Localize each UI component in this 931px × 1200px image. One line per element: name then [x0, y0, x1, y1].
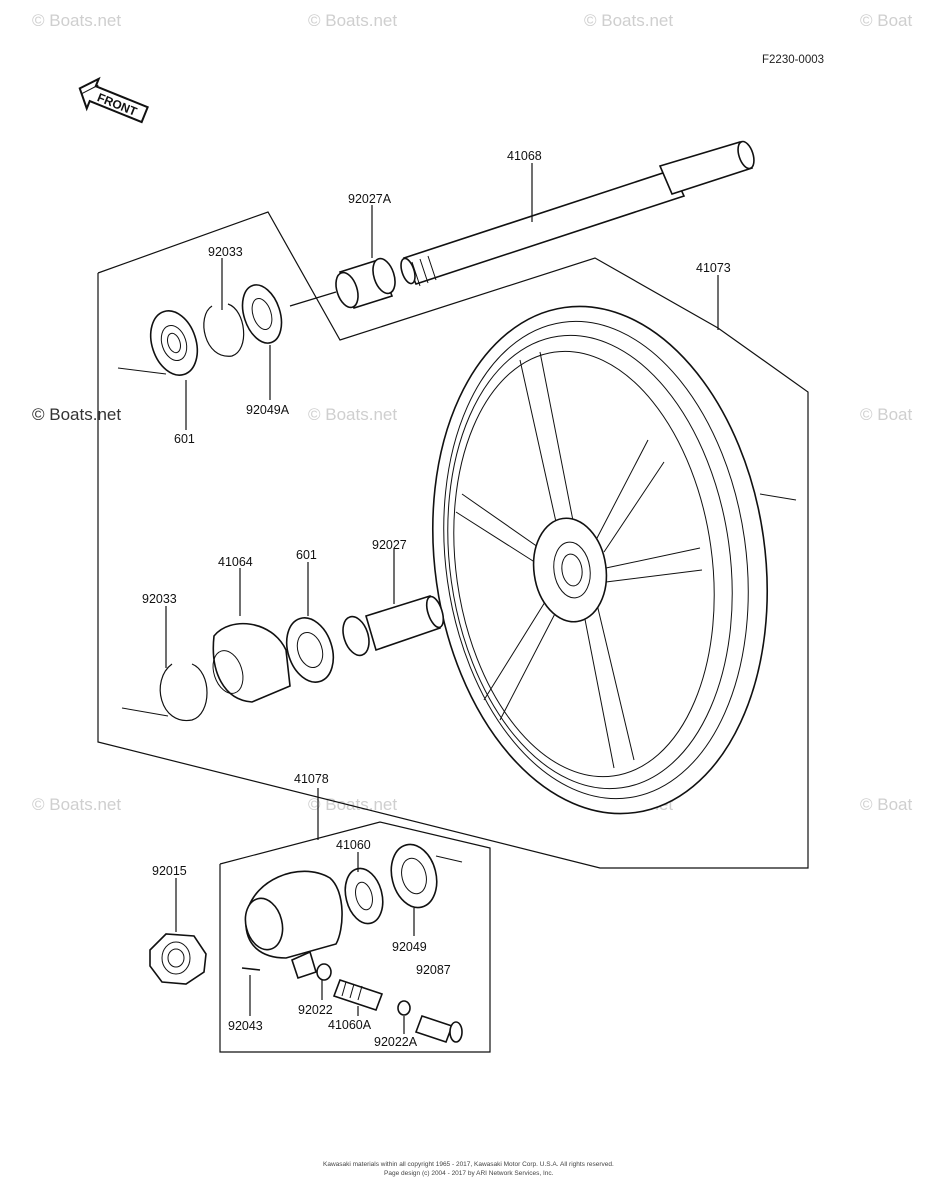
label-41064: 41064	[218, 555, 253, 569]
label-92033-mid: 92033	[142, 592, 177, 606]
seal-upper	[241, 284, 283, 344]
circlip-middle	[159, 663, 208, 722]
label-41068: 41068	[507, 149, 542, 163]
label-41060: 41060	[336, 838, 371, 852]
watermark: © Boats.net	[308, 405, 397, 424]
pinion-gear	[344, 867, 384, 925]
label-92049: 92049	[392, 940, 427, 954]
pin	[241, 967, 261, 971]
bearing-middle	[285, 617, 335, 683]
wheel	[431, 305, 769, 815]
seal-middle	[342, 615, 370, 657]
label-92027A: 92027A	[348, 192, 392, 206]
front-arrow-icon: FRONT	[78, 76, 149, 124]
distance-collar	[365, 594, 445, 652]
figure-code: F2230-0003	[762, 54, 824, 66]
upper-bracket	[97, 211, 809, 869]
gear-housing	[244, 870, 343, 980]
oil-seal	[390, 843, 438, 909]
footer-copyright: Kawasaki materials within all copyright …	[323, 1161, 614, 1168]
label-92022A: 92022A	[374, 1035, 418, 1049]
watermark: © Boats.net	[32, 795, 121, 814]
label-92033-top: 92033	[208, 245, 243, 259]
lower-bracket	[219, 821, 491, 1053]
label-92015: 92015	[152, 864, 187, 878]
wheel-spokes	[455, 351, 703, 769]
collar	[335, 257, 396, 309]
footer-page-design: Page design (c) 2004 - 2017 by ARI Netwo…	[384, 1170, 554, 1177]
axle	[400, 140, 755, 287]
label-92049A: 92049A	[246, 403, 290, 417]
label-601-top: 601	[174, 432, 195, 446]
axle-nut	[149, 933, 207, 985]
label-92087: 92087	[416, 963, 451, 977]
watermark: © Boats.net	[584, 11, 673, 30]
watermark: © Boats.net	[32, 405, 121, 424]
label-41078: 41078	[294, 772, 329, 786]
watermark: © Boat	[860, 405, 912, 424]
watermark: © Boats.net	[32, 11, 121, 30]
drive-shaft	[332, 978, 384, 1012]
leader-line	[289, 291, 337, 307]
bushing	[414, 1014, 463, 1044]
watermark: © Boat	[860, 795, 912, 814]
label-41073: 41073	[696, 261, 731, 275]
label-92043: 92043	[228, 1019, 263, 1033]
label-41060A: 41060A	[328, 1018, 372, 1032]
label-601-mid: 601	[296, 548, 317, 562]
label-92022: 92022	[298, 1003, 333, 1017]
watermark: © Boats.net	[308, 11, 397, 30]
speedometer-drive-plate	[212, 622, 291, 703]
watermark: © Boat	[860, 11, 912, 30]
bearing-upper	[149, 310, 199, 376]
washer	[316, 963, 411, 1016]
circlip-upper	[203, 303, 245, 357]
label-92027: 92027	[372, 538, 407, 552]
